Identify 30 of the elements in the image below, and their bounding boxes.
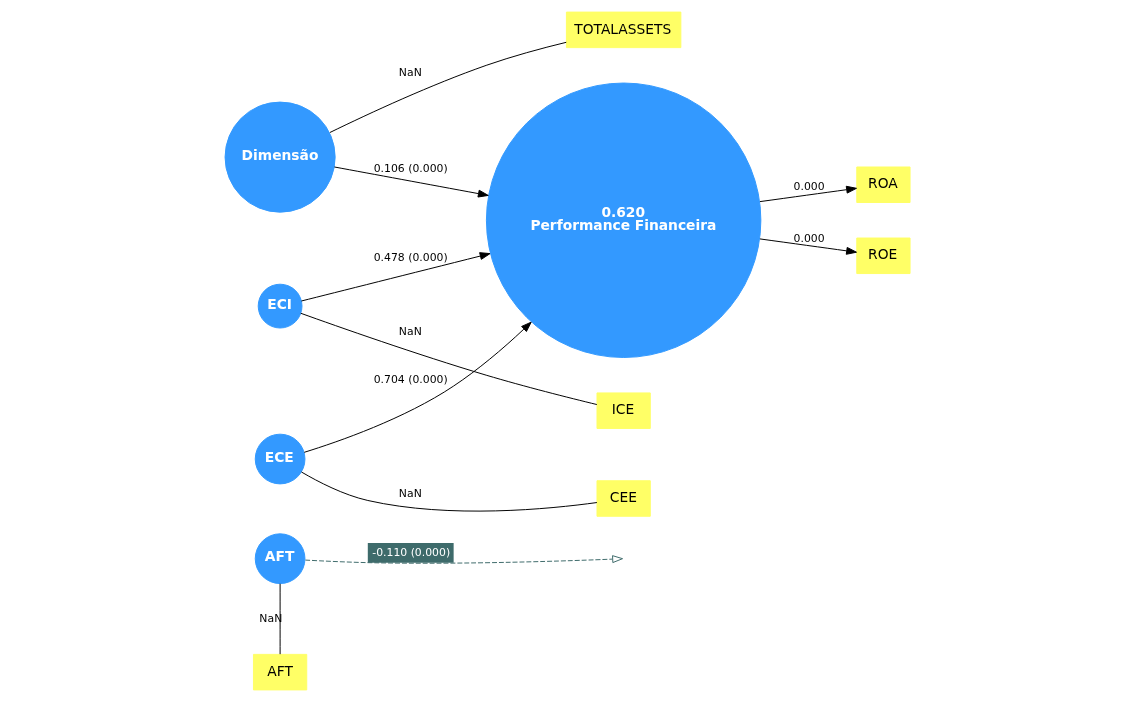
node-circle: ECI <box>257 283 303 329</box>
node-circle: Dimensão <box>224 101 336 213</box>
arrow <box>759 185 857 203</box>
node-circle: AFT <box>254 533 306 585</box>
node-circle: ECE <box>254 433 306 485</box>
edge-label: 0.106 (0.000) <box>373 161 448 175</box>
edge-label: 0.478 (0.000) <box>373 250 448 264</box>
edge-label: NaN <box>398 66 422 80</box>
arrow <box>304 555 624 564</box>
node-box: ROA <box>856 166 911 203</box>
edge-label: NaN <box>259 611 283 625</box>
connector <box>301 471 598 512</box>
node-box: CEE <box>596 480 651 517</box>
edge-label: 0.704 (0.000) <box>373 372 448 386</box>
arrow <box>300 252 491 302</box>
node-box: AFT <box>252 653 308 691</box>
edge-label: NaN <box>398 324 422 338</box>
node-box: TOTALASSETS <box>565 11 682 49</box>
arrow <box>303 321 532 453</box>
node-box: ICE <box>596 392 651 429</box>
connector <box>300 312 598 406</box>
edge-label: 0.000 <box>793 180 825 194</box>
connector <box>329 41 567 134</box>
node-box: ROE <box>856 237 911 275</box>
edge-label: -0.110 (0.000) <box>372 545 451 559</box>
arrow <box>333 166 489 198</box>
edge-label: 0.000 <box>793 231 825 245</box>
arrow <box>759 238 857 255</box>
node-circle: 0.620 Performance Financeira <box>485 82 762 358</box>
edge-label: NaN <box>398 487 422 501</box>
